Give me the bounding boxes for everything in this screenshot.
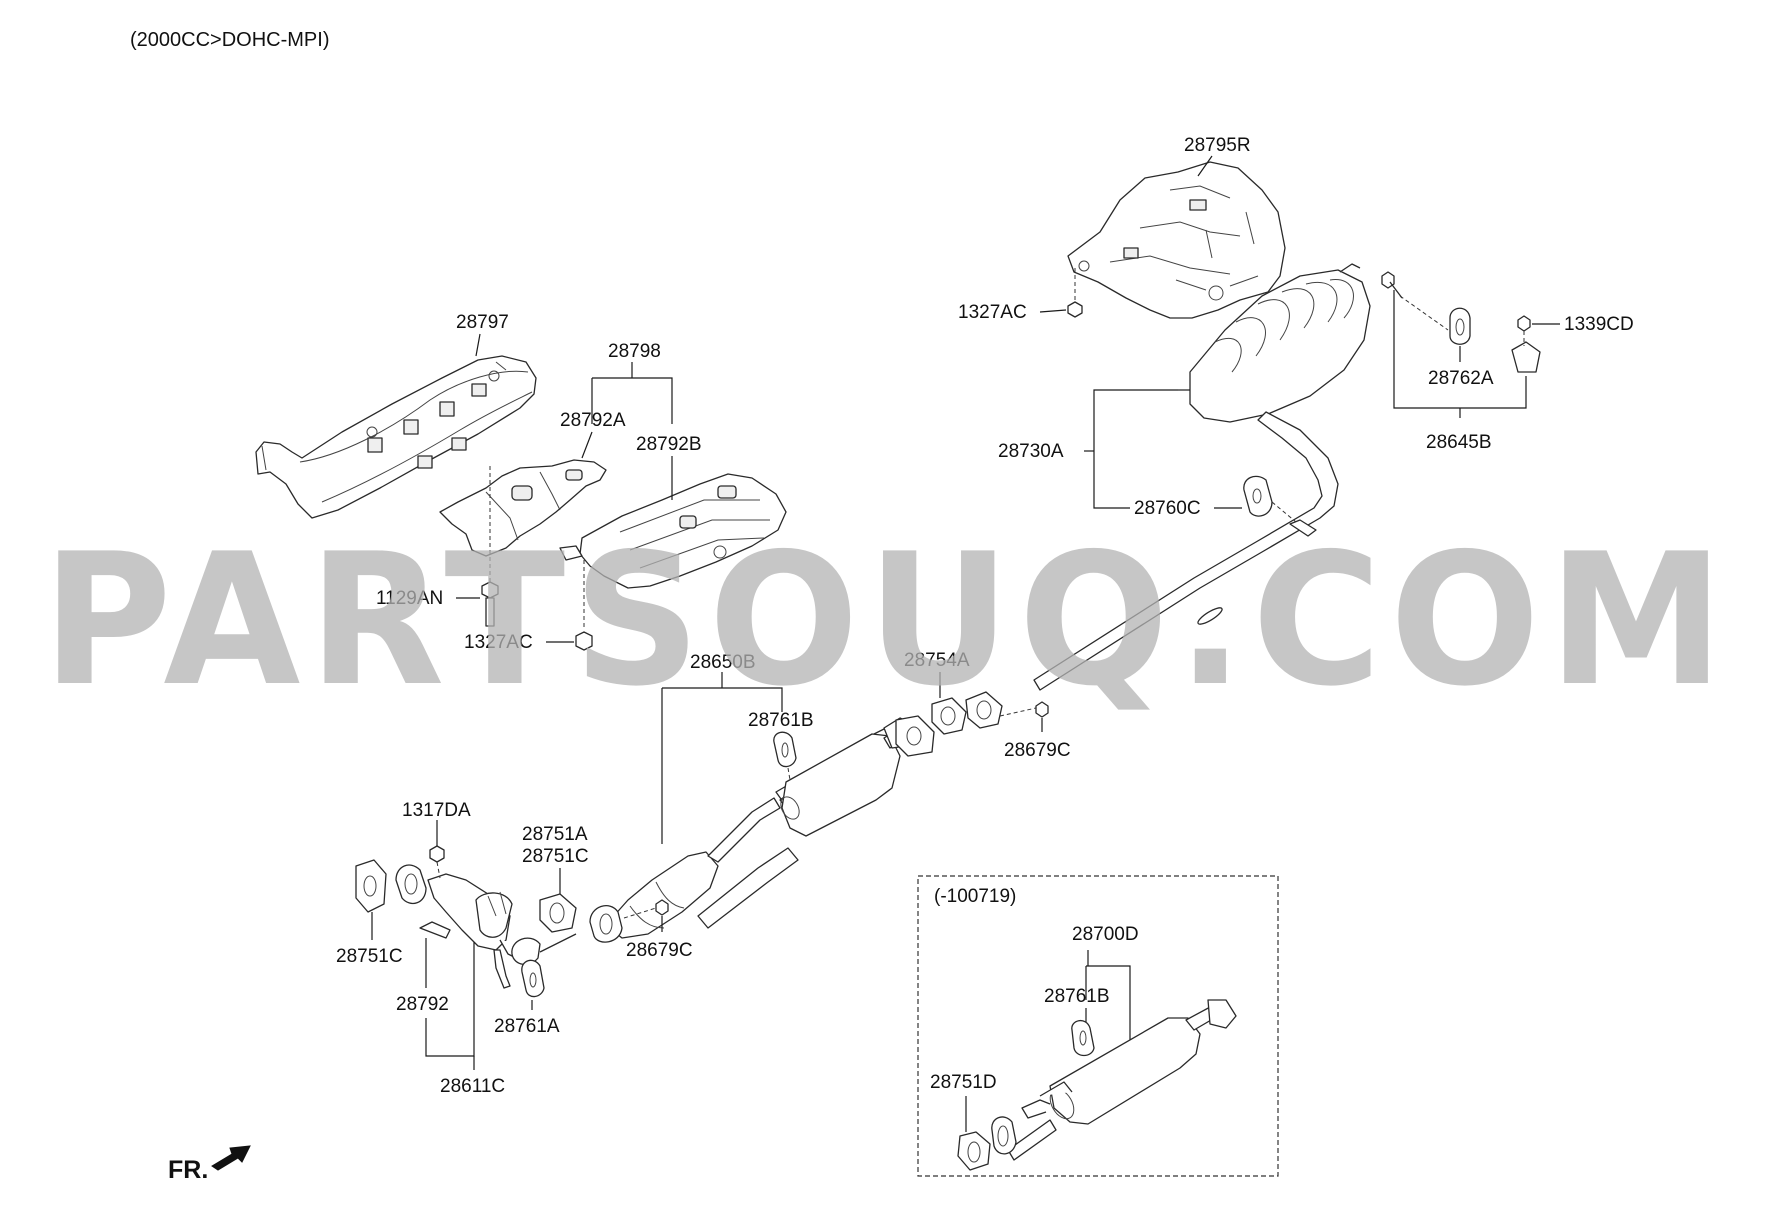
label-28611C: 28611C [440, 1076, 505, 1097]
hanger-rubber-28761A[interactable] [521, 959, 545, 998]
label-28797: 28797 [456, 312, 509, 333]
nut-28679C-mid[interactable] [655, 899, 669, 916]
hanger-bolt[interactable] [1381, 271, 1403, 299]
label-28751A: 28751A [522, 824, 588, 845]
heat-protector-28792B[interactable] [559, 473, 787, 589]
gasket-28751C-left[interactable] [355, 859, 387, 913]
label-1129AN: 1129AN [376, 588, 443, 609]
hanger-rubber-28762A[interactable] [1449, 307, 1471, 345]
inset-center-muffler-28700D[interactable] [1007, 999, 1237, 1161]
hanger-bracket[interactable] [1511, 341, 1541, 373]
muffler-rear-flange[interactable] [895, 715, 935, 757]
label-28792: 28792 [396, 994, 449, 1015]
direction-marker: FR. [168, 1156, 208, 1184]
nut-1317DA[interactable] [429, 845, 445, 863]
label-1327AC-mid: 1327AC [464, 632, 533, 653]
label-28760C: 28760C [1134, 498, 1201, 519]
forward-arrow-icon [211, 1145, 251, 1171]
bolt-1129AN[interactable] [481, 581, 499, 627]
label-28751C-mid: 28751C [522, 846, 589, 867]
gasket-28754A[interactable] [931, 697, 967, 735]
nut-1339CD[interactable] [1517, 315, 1531, 332]
label-28798: 28798 [608, 341, 661, 362]
label-28792A: 28792A [560, 410, 626, 431]
heat-protector-28797[interactable] [255, 355, 537, 519]
label-28645B: 28645B [1426, 432, 1492, 453]
flange-front-pipe-inlet[interactable] [395, 864, 427, 905]
label-28730A: 28730A [998, 441, 1064, 462]
exhaust-flange-front[interactable] [589, 905, 623, 943]
label-28751C-left: 28751C [336, 946, 403, 967]
label-28679C-mid: 28679C [626, 940, 693, 961]
nut-1327AC-mid[interactable] [575, 631, 593, 651]
label-28795R: 28795R [1184, 135, 1251, 156]
inset-flange-front[interactable] [991, 1116, 1017, 1155]
hanger-rubber-28761B[interactable] [773, 731, 797, 768]
engine-spec-header: (2000CC>DOHC-MPI) [130, 29, 329, 51]
inset-frame [917, 875, 1279, 1177]
heat-protector-28795R[interactable] [1067, 161, 1286, 319]
hanger-rubber-28760C[interactable] [1243, 475, 1273, 517]
label-28679C-right: 28679C [1004, 740, 1071, 761]
gasket-28751A[interactable] [539, 893, 577, 933]
label-28700D: 28700D [1072, 924, 1139, 945]
label-1339CD: 1339CD [1564, 314, 1634, 335]
label-28761B: 28761B [748, 710, 814, 731]
inset-title: (-100719) [934, 886, 1016, 907]
nut-28679C-right[interactable] [1035, 701, 1049, 718]
label-28761A: 28761A [494, 1016, 560, 1037]
watermark: PARTSOUQ.COM [42, 514, 1732, 726]
rear-muffler-28730A[interactable] [1033, 263, 1371, 691]
inset-hanger-rubber-28761B[interactable] [1071, 1020, 1095, 1057]
inset-gasket-28751D[interactable] [957, 1131, 991, 1171]
front-pipe-28611C[interactable] [419, 873, 577, 989]
label-28650B: 28650B [690, 652, 756, 673]
label-1317DA: 1317DA [402, 800, 471, 821]
label-1327AC-top: 1327AC [958, 302, 1027, 323]
label-28761B-inset: 28761B [1044, 986, 1110, 1007]
label-28754A: 28754A [904, 650, 970, 671]
nut-1327AC-top[interactable] [1067, 301, 1083, 318]
label-28792B: 28792B [636, 434, 702, 455]
label-28762A: 28762A [1428, 368, 1494, 389]
label-28751D: 28751D [930, 1072, 997, 1093]
heat-protector-28792A[interactable] [439, 459, 607, 557]
rear-pipe-flange[interactable] [965, 691, 1003, 729]
